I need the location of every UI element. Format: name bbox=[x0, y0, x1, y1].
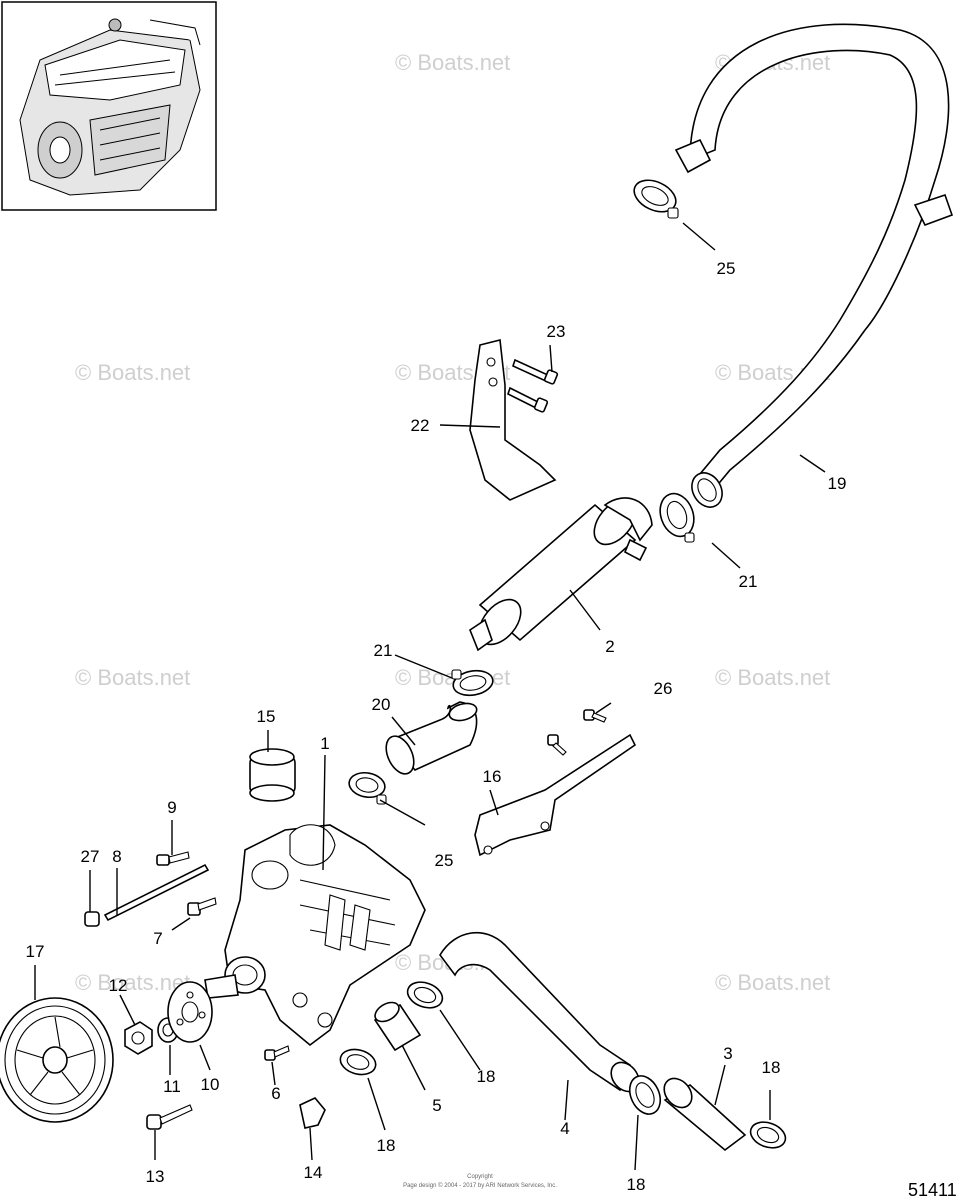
label-15: 15 bbox=[257, 707, 276, 726]
leader-lines bbox=[34, 222, 826, 1171]
engine-thumbnail bbox=[1, 1, 217, 211]
label-17: 17 bbox=[26, 942, 45, 961]
label-14: 14 bbox=[304, 1163, 323, 1182]
clamp-25-mid bbox=[348, 771, 387, 805]
hub-10 bbox=[167, 981, 213, 1043]
pulley-17 bbox=[0, 997, 114, 1123]
label-6: 6 bbox=[271, 1084, 280, 1103]
clamp-18-a bbox=[406, 981, 444, 1009]
bracket-22 bbox=[469, 339, 557, 501]
hose-4 bbox=[439, 931, 640, 1093]
figure-number: 51411 bbox=[908, 1180, 957, 1200]
sleeve-3 bbox=[663, 1077, 747, 1152]
cap-15 bbox=[249, 748, 296, 802]
watermark: © Boats.net bbox=[75, 360, 190, 385]
bracket-16 bbox=[474, 733, 637, 857]
bolt-7 bbox=[187, 897, 217, 916]
label-26: 26 bbox=[654, 679, 673, 698]
watermark: © Boats.net bbox=[75, 665, 190, 690]
label-7: 7 bbox=[153, 929, 162, 948]
label-3: 3 bbox=[723, 1044, 732, 1063]
label-9: 9 bbox=[167, 798, 176, 817]
label-25: 25 bbox=[435, 851, 454, 870]
label-11: 11 bbox=[163, 1077, 181, 1096]
label-22: 22 bbox=[411, 416, 430, 435]
label-13: 13 bbox=[146, 1167, 165, 1186]
watermark: © Boats.net bbox=[715, 970, 830, 995]
clamp-18-d bbox=[749, 1121, 787, 1149]
label-4: 4 bbox=[560, 1119, 569, 1138]
bolts-26 bbox=[547, 709, 607, 756]
label-2: 2 bbox=[605, 637, 614, 656]
label-18: 18 bbox=[377, 1136, 396, 1155]
bolt-9 bbox=[156, 851, 190, 866]
copyright-line: Copyright bbox=[467, 1174, 493, 1180]
bolt-13 bbox=[146, 1104, 193, 1130]
label-21: 21 bbox=[739, 572, 758, 591]
clamp-21-right bbox=[659, 492, 695, 543]
label-18: 18 bbox=[762, 1058, 781, 1077]
label-1: 1 bbox=[320, 734, 329, 753]
cooler-2 bbox=[469, 497, 653, 652]
label-21: 21 bbox=[374, 641, 393, 660]
copyright-line: Page design © 2004 - 2017 by ARI Network… bbox=[403, 1182, 557, 1189]
clamp-18-c bbox=[628, 1075, 662, 1115]
bolts-23 bbox=[507, 358, 559, 413]
label-5: 5 bbox=[432, 1096, 441, 1115]
watermark: © Boats.net bbox=[395, 50, 510, 75]
label-8: 8 bbox=[112, 847, 121, 866]
label-10: 10 bbox=[201, 1075, 220, 1094]
stud-8 bbox=[103, 863, 210, 922]
label-25: 25 bbox=[717, 259, 736, 278]
label-20: 20 bbox=[372, 695, 391, 714]
nut-12 bbox=[124, 1021, 153, 1055]
label-18: 18 bbox=[627, 1175, 646, 1194]
bolt-6 bbox=[264, 1045, 290, 1061]
sleeve-5 bbox=[373, 1001, 422, 1052]
label-19: 19 bbox=[828, 474, 847, 493]
watermark: © Boats.net bbox=[715, 665, 830, 690]
clamp-25-top bbox=[633, 179, 679, 219]
label-23: 23 bbox=[547, 322, 566, 341]
label-16: 16 bbox=[483, 767, 502, 786]
clamp-21-left bbox=[451, 669, 494, 697]
label-18: 18 bbox=[477, 1067, 496, 1086]
plug-14 bbox=[299, 1097, 326, 1129]
label-27: 27 bbox=[81, 847, 100, 866]
clamp-18-b bbox=[339, 1048, 377, 1076]
watermark: © Boats.net bbox=[75, 970, 190, 995]
nut-27 bbox=[84, 911, 100, 927]
label-12: 12 bbox=[109, 976, 128, 995]
hose-19 bbox=[674, 23, 954, 508]
part-labels: 25 23 22 19 21 2 21 20 26 15 1 16 9 25 2… bbox=[26, 259, 847, 1194]
hose-20 bbox=[385, 701, 478, 775]
